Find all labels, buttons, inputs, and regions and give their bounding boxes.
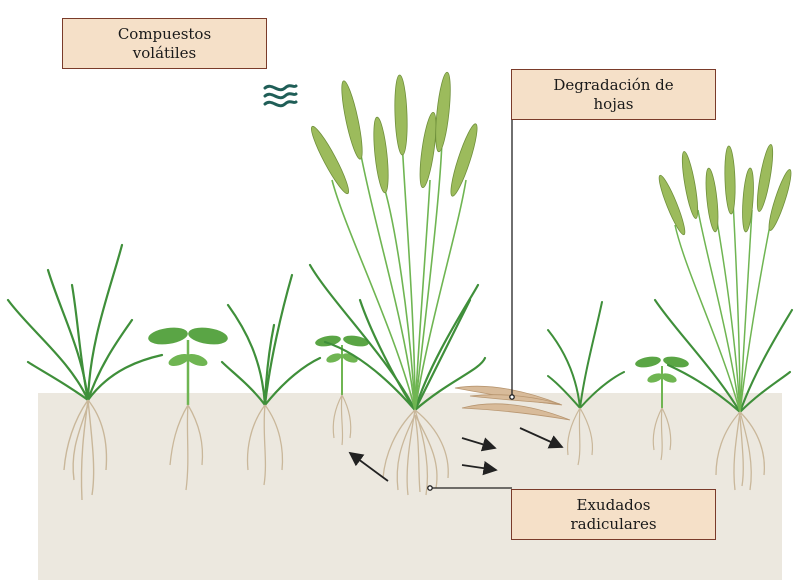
root-exudates-label: Exudados radiculares <box>511 489 716 540</box>
volatile-compounds-line2: volátiles <box>132 43 197 62</box>
root-exudates-line1: Exudados <box>576 495 651 514</box>
leaf-degradation-line1: Degradación de <box>553 75 674 94</box>
volatile-compounds-line1: Compuestos <box>117 24 212 43</box>
broadleaf-seedling-1 <box>148 327 228 491</box>
leaf-degradation-label: Degradación de hojas <box>511 69 716 120</box>
broadleaf-seedling-3 <box>635 356 689 461</box>
grain-heads <box>310 71 478 197</box>
roots <box>63 399 108 501</box>
barley-plant-main <box>308 71 487 496</box>
volatile-waves <box>263 84 298 108</box>
leaf-degradation-line2: hojas <box>593 94 634 113</box>
exudate-arrows <box>348 427 564 482</box>
leaf-litter <box>454 385 571 421</box>
grass-seedling-3 <box>547 301 625 466</box>
root-exudates-line2: radiculares <box>570 514 657 533</box>
volatile-compounds-label: Compuestos volátiles <box>62 18 267 69</box>
broadleaf-seedling-2 <box>315 335 369 446</box>
grass-seedling-1 <box>6 243 164 501</box>
barley-plant-right <box>653 144 794 491</box>
soil <box>38 393 782 580</box>
grass-seedling-2 <box>220 273 322 486</box>
leader-lines <box>427 120 515 491</box>
